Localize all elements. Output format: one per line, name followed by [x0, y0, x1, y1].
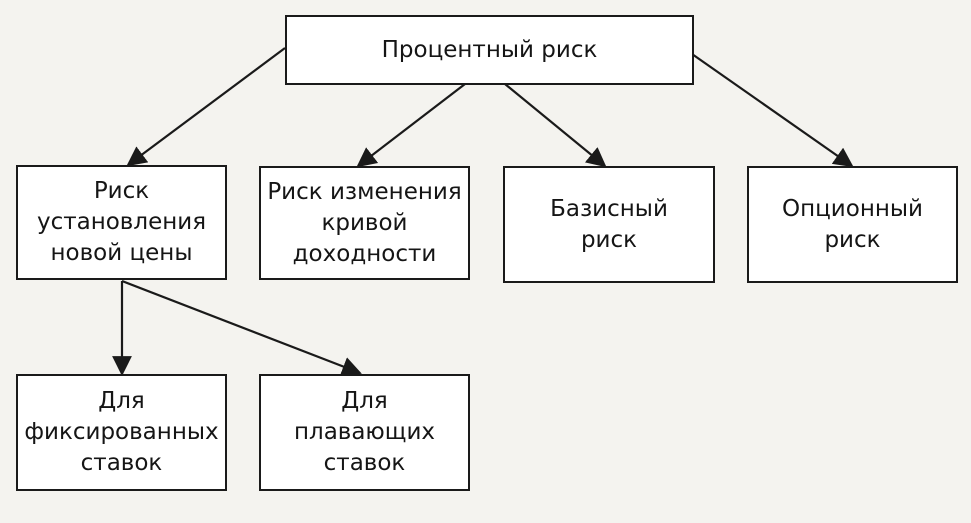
node-fixed-rates: Для фиксированных ставок — [16, 374, 227, 491]
node-repricing-risk: Риск установления новой цены — [16, 165, 227, 280]
node-yield-curve-risk: Риск изменения кривой доходности — [259, 166, 470, 280]
node-basis-risk: Базисный риск — [503, 166, 715, 283]
arrow-repricing-to-floating — [121, 279, 362, 376]
arrow-root-to-yield-curve — [356, 83, 466, 168]
node-interest-rate-risk: Процентный риск — [285, 15, 694, 85]
arrow-root-to-option — [691, 53, 854, 168]
node-option-risk: Опционный риск — [747, 166, 958, 283]
arrow-root-to-basis — [504, 83, 607, 168]
arrow-root-to-repricing — [126, 47, 286, 167]
node-floating-rates: Для плавающих ставок — [259, 374, 470, 491]
